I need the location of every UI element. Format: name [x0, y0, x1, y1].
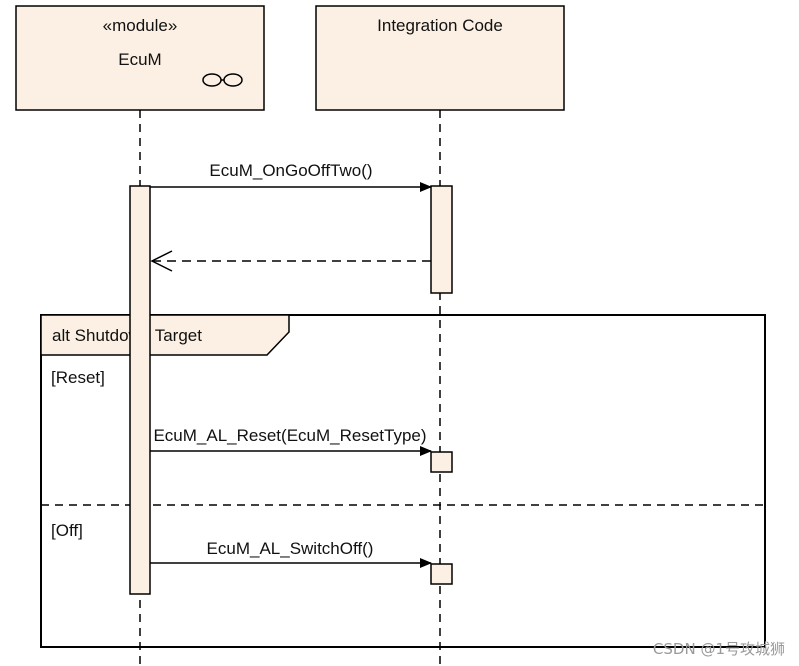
- message-ongooofftwo: EcuM_OnGoOffTwo(): [150, 161, 432, 192]
- alt-fragment: alt Shutdown Target [Reset] [Off]: [40, 314, 766, 648]
- guard-off: [Off]: [51, 521, 83, 540]
- integration-name: Integration Code: [377, 16, 503, 35]
- guard-reset: [Reset]: [51, 368, 105, 387]
- message-al-switchoff: EcuM_AL_SwitchOff(): [150, 539, 432, 568]
- switchoff-activation: [430, 563, 453, 585]
- ecum-stereotype: «module»: [103, 16, 178, 35]
- return-message: [150, 250, 431, 272]
- message-label: EcuM_AL_Reset(EcuM_ResetType): [153, 426, 426, 445]
- integration-activation: [430, 185, 453, 294]
- ecum-activation: [129, 185, 151, 595]
- message-label: EcuM_OnGoOffTwo(): [209, 161, 372, 180]
- ecum-lifeline-head: «module» EcuM: [15, 5, 265, 111]
- link-icon: [202, 73, 243, 87]
- alt-fragment-label-box: [40, 314, 290, 356]
- message-al-reset: EcuM_AL_Reset(EcuM_ResetType): [150, 426, 432, 456]
- message-label: EcuM_AL_SwitchOff(): [207, 539, 374, 558]
- alt-fragment-title: alt Shutdown Target: [52, 326, 202, 345]
- reset-activation: [430, 451, 453, 473]
- watermark: CSDN @1号攻城狮: [653, 640, 785, 658]
- ecum-name: EcuM: [118, 50, 161, 69]
- integration-lifeline-head: Integration Code: [315, 5, 565, 111]
